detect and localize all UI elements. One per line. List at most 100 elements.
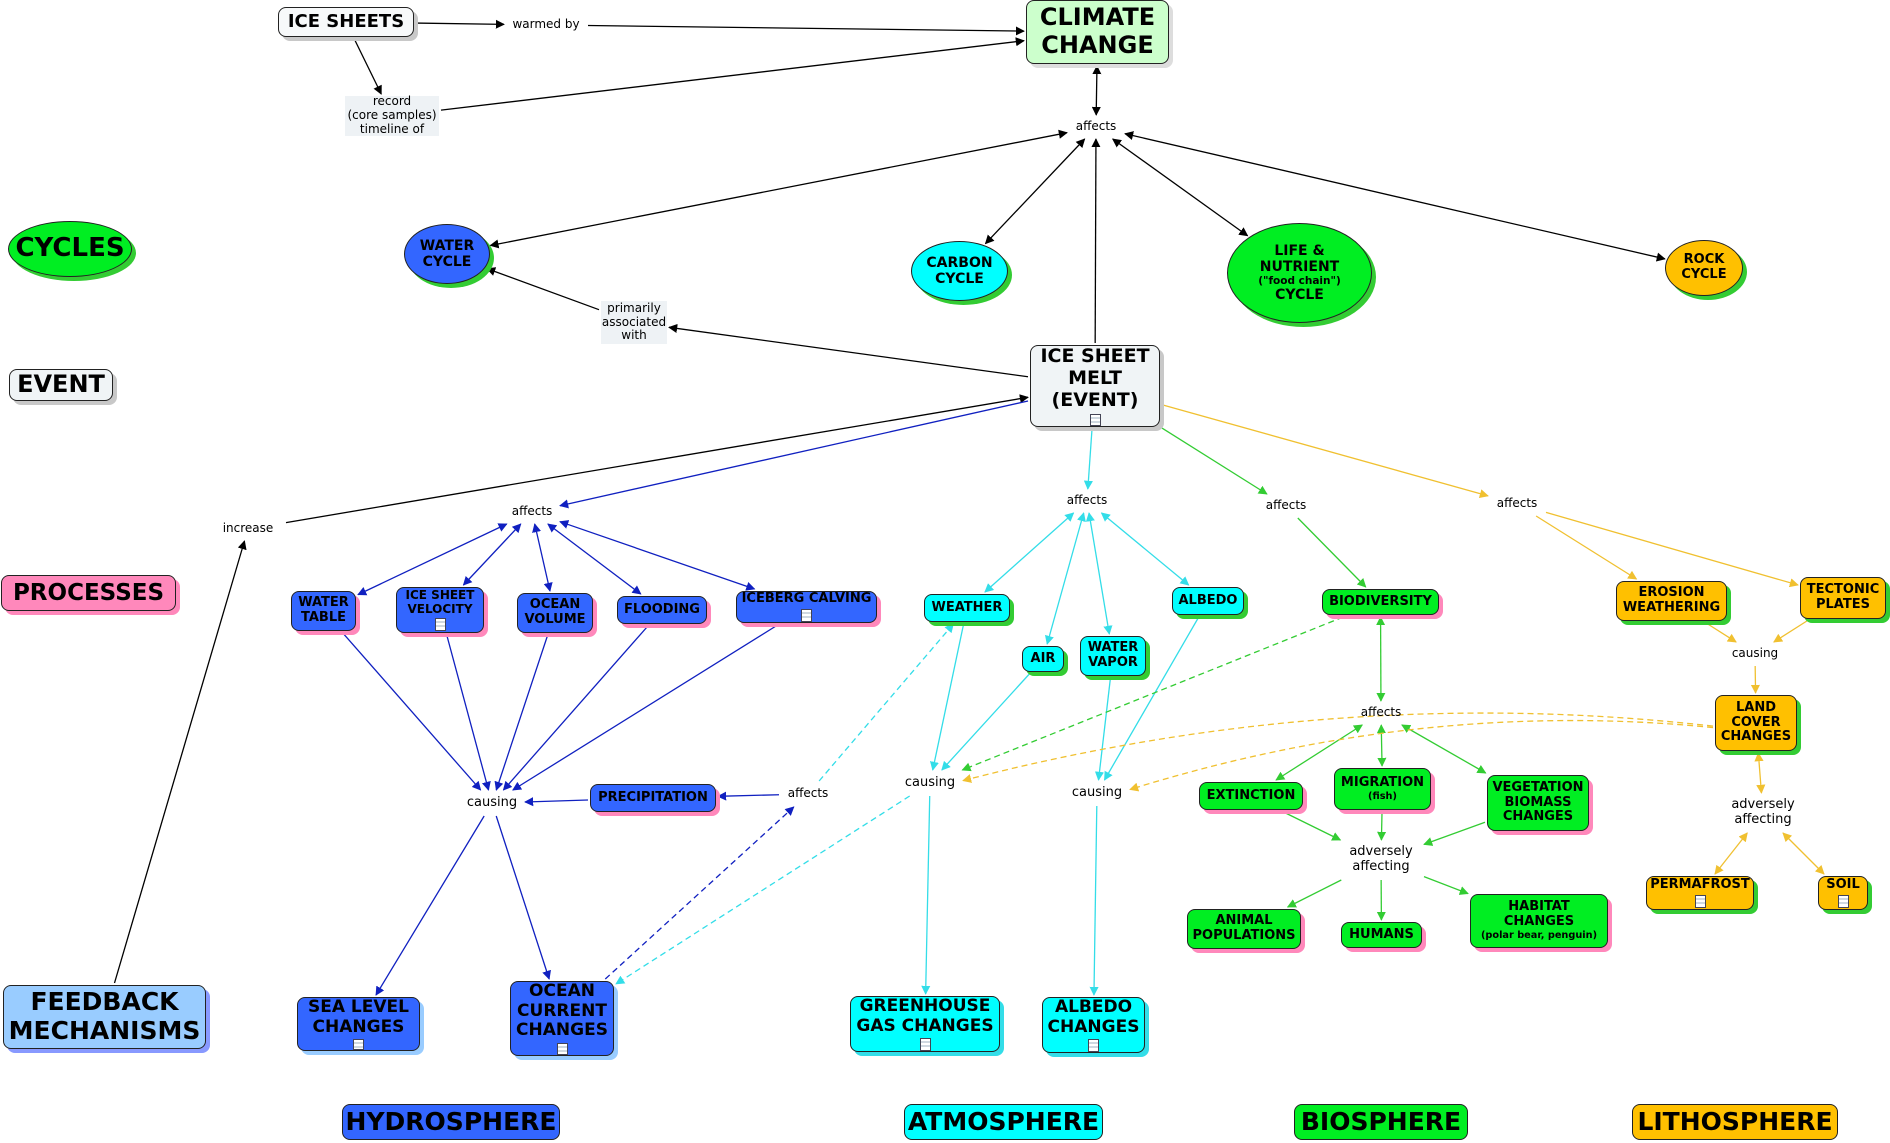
edge-water-vapor-to-causing-atmo2 — [1094, 677, 1112, 781]
node-vegetation[interactable]: VEGETATION BIOMASS CHANGES — [1487, 775, 1589, 831]
node-water-table[interactable]: WATER TABLE — [291, 591, 356, 631]
node-flooding[interactable]: FLOODING — [617, 596, 707, 624]
node-extinction[interactable]: EXTINCTION — [1199, 782, 1303, 810]
edge-flooding-to-causing-hydro — [502, 625, 649, 791]
node-text: ALBEDO — [1178, 592, 1238, 608]
edge-ice-sheet-melt-to-affects-hydro — [559, 400, 1029, 509]
node-precipitation[interactable]: PRECIPITATION — [590, 784, 716, 812]
node-increase: increase — [212, 519, 284, 539]
node-albedo[interactable]: ALBEDO — [1172, 587, 1244, 615]
node-soil[interactable]: SOIL — [1818, 876, 1868, 910]
node-greenhouse[interactable]: GREENHOUSE GAS CHANGES — [850, 996, 1000, 1052]
node-permafrost[interactable]: PERMAFROST — [1646, 876, 1754, 910]
node-ocean-volume[interactable]: OCEAN VOLUME — [517, 593, 593, 633]
node-text: adversely affecting — [1731, 797, 1795, 827]
document-icon[interactable] — [1088, 1039, 1099, 1052]
node-iceberg[interactable]: ICEBERG CALVING — [736, 591, 877, 623]
node-record: record (core samples) timeline of — [345, 94, 439, 136]
node-text: affects — [1496, 496, 1538, 511]
node-life-cycle[interactable]: LIFE & NUTRIENT("food chain")CYCLE — [1227, 223, 1372, 323]
node-text: ANIMAL POPULATIONS — [1192, 913, 1296, 943]
edge-albedo-to-causing-atmo2 — [1103, 616, 1200, 781]
node-causing-litho: causing — [1723, 644, 1787, 664]
edge-tectonic-to-causing-litho — [1773, 620, 1808, 643]
node-text: SOIL — [1826, 877, 1860, 893]
node-hydrosphere[interactable]: HYDROSPHERE — [342, 1104, 560, 1140]
node-erosion[interactable]: EROSION WEATHERING — [1616, 581, 1727, 621]
node-text: warmed by — [512, 17, 580, 32]
node-sea-level[interactable]: SEA LEVEL CHANGES — [297, 997, 420, 1051]
node-text: ICEBERG CALVING — [741, 591, 872, 607]
node-humans[interactable]: HUMANS — [1341, 922, 1422, 948]
node-text: BIOSPHERE — [1300, 1106, 1462, 1136]
node-albedo-changes[interactable]: ALBEDO CHANGES — [1042, 997, 1145, 1053]
node-text: VEGETATION BIOMASS CHANGES — [1492, 779, 1584, 825]
node-text: HYDROSPHERE — [345, 1106, 557, 1136]
edge-biodiversity-to-causing-atmo1 — [961, 616, 1344, 772]
node-text: adversely affecting — [1349, 844, 1413, 874]
node-text: increase — [222, 521, 274, 536]
node-feedback[interactable]: FEEDBACK MECHANISMS — [3, 985, 206, 1049]
node-ice-velocity[interactable]: ICE SHEET VELOCITY — [396, 587, 484, 633]
node-ice-sheets[interactable]: ICE SHEETS — [278, 7, 414, 37]
document-icon[interactable] — [801, 608, 812, 622]
node-text: TECTONIC PLATES — [1806, 582, 1880, 612]
node-habitat[interactable]: HABITAT CHANGES(polar bear, penguin) — [1470, 894, 1608, 948]
node-cycles[interactable]: CYCLES — [8, 221, 132, 277]
edge-water-table-to-causing-hydro — [342, 632, 482, 791]
node-text: LAND COVER CHANGES — [1720, 699, 1792, 745]
node-ice-sheet-melt[interactable]: ICE SHEET MELT (EVENT) — [1030, 345, 1160, 427]
document-icon[interactable] — [919, 1038, 931, 1051]
node-lithosphere[interactable]: LITHOSPHERE — [1632, 1104, 1838, 1140]
document-icon[interactable] — [1837, 894, 1849, 908]
node-land-cover[interactable]: LAND COVER CHANGES — [1715, 695, 1797, 751]
node-climate-change[interactable]: CLIMATE CHANGE — [1026, 0, 1169, 64]
node-text: WATER TABLE — [298, 595, 349, 625]
edge-ice-velocity-to-causing-hydro — [446, 634, 491, 791]
edge-causing-hydro-to-sea-level — [375, 815, 485, 996]
node-text: WATER CYCLE — [419, 237, 475, 270]
node-text: affects — [511, 504, 553, 519]
node-text: MIGRATION — [1340, 774, 1425, 790]
document-icon[interactable] — [1694, 894, 1706, 908]
node-atmosphere[interactable]: ATMOSPHERE — [904, 1104, 1103, 1140]
node-text: ALBEDO CHANGES — [1047, 997, 1140, 1037]
edge-affects-precip-to-weather — [818, 623, 954, 782]
node-migration[interactable]: MIGRATION(fish) — [1334, 768, 1431, 810]
node-tectonic[interactable]: TECTONIC PLATES — [1800, 577, 1886, 619]
node-biodiversity[interactable]: BIODIVERSITY — [1322, 589, 1439, 615]
node-ocean-current[interactable]: OCEAN CURRENT CHANGES — [510, 981, 614, 1056]
node-processes[interactable]: PROCESSES — [1, 575, 176, 611]
edge-ice-sheet-melt-to-affects-litho — [1161, 404, 1489, 499]
node-affects-bio2: affects — [1355, 703, 1407, 723]
node-rock-cycle[interactable]: ROCK CYCLE — [1665, 240, 1743, 296]
node-biosphere[interactable]: BIOSPHERE — [1294, 1104, 1468, 1140]
document-icon[interactable] — [556, 1042, 568, 1055]
edge-affects-atmo-to-air — [1044, 512, 1086, 645]
document-icon[interactable] — [353, 1039, 364, 1050]
node-affects-precip: affects — [781, 783, 835, 805]
edge-ice-sheets-to-record — [353, 38, 382, 95]
node-causing-hydro: causing — [461, 792, 523, 814]
edge-land-cover-to-causing-atmo2 — [1129, 719, 1714, 792]
node-event[interactable]: EVENT — [9, 369, 113, 401]
document-icon[interactable] — [1089, 413, 1101, 426]
edge-migration-to-adversely-bio — [1377, 811, 1387, 841]
node-animal-pop[interactable]: ANIMAL POPULATIONS — [1187, 909, 1301, 949]
node-weather[interactable]: WEATHER — [924, 594, 1010, 622]
node-water-cycle[interactable]: WATER CYCLE — [404, 224, 490, 284]
edge-feedback-to-increase — [113, 540, 247, 984]
node-text: PRECIPITATION — [598, 789, 708, 805]
node-carbon-cycle[interactable]: CARBON CYCLE — [911, 241, 1008, 301]
edge-affects-precip-to-precipitation — [717, 791, 780, 801]
node-water-vapor[interactable]: WATER VAPOR — [1080, 636, 1146, 676]
edge-affects-litho-to-tectonic — [1545, 511, 1799, 588]
edge-affects-top-to-carbon-cycle — [984, 138, 1086, 245]
edge-land-cover-to-adversely-litho — [1754, 752, 1766, 794]
node-affects-atmo: affects — [1061, 491, 1113, 511]
document-icon[interactable] — [434, 618, 446, 632]
edge-primarily-to-water-cycle — [486, 267, 600, 311]
node-text: record (core samples) timeline of — [347, 94, 437, 136]
node-air[interactable]: AIR — [1022, 646, 1064, 672]
